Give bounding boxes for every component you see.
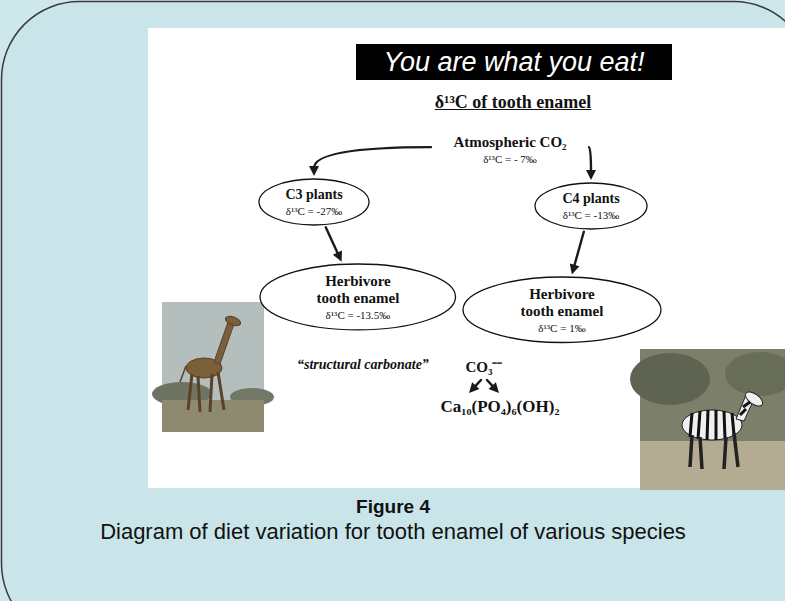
ion-formula: CO₃⁻⁻: [461, 353, 508, 379]
plant-ellipse: C3 plants δ¹³C = -27‰: [258, 178, 370, 226]
flow-arrow: [586, 147, 596, 180]
arrow-head: [333, 250, 342, 261]
ellipse-border: [463, 277, 661, 342]
photo-tree: [630, 353, 710, 405]
node-text-group: CO₃⁻⁻: [466, 356, 503, 376]
node-heading: C4 plants: [562, 191, 619, 207]
arrow-line: [574, 232, 584, 267]
enamel-ellipse: Herbivore tooth enamel δ¹³C = 1‰: [462, 276, 662, 343]
node-text-group: Herbivore tooth enamel δ¹³C = 1‰: [512, 286, 612, 334]
node-heading: Herbivore tooth enamel: [308, 273, 408, 307]
arrow-head: [469, 382, 479, 393]
flow-arrow: [326, 227, 342, 261]
figure-caption: Diagram of diet variation for tooth enam…: [100, 519, 686, 545]
node-text-group: C3 plants δ¹³C = -27‰: [285, 187, 342, 217]
node-text-group: Atmospheric CO₂ δ¹³C = - 7‰: [453, 134, 566, 165]
arrow-head: [586, 170, 596, 180]
node-heading: Herbivore tooth enamel: [512, 286, 612, 320]
node-heading: Ca₁₀(PO₄)₆(OH)₂: [441, 397, 560, 417]
node-heading: Atmospheric CO₂: [453, 134, 566, 151]
flow-arrow: [487, 380, 499, 393]
photo-ground: [162, 400, 264, 432]
ellipse-border: [535, 183, 647, 229]
photo-sky: [162, 302, 264, 432]
arrow-line: [326, 227, 339, 254]
giraffe-figure: [180, 315, 242, 412]
node-text-group: C4 plants δ¹³C = -13‰: [562, 191, 619, 221]
slide-image: [148, 28, 785, 488]
arrow-head: [309, 166, 319, 176]
annotation: “structural carbonate”: [297, 357, 429, 373]
zebra-figure: [682, 389, 765, 469]
arrow-head: [489, 382, 499, 393]
photo-tree: [725, 352, 785, 396]
plant-ellipse: C4 plants δ¹³C = -13‰: [534, 182, 648, 230]
mineral-formula: Ca₁₀(PO₄)₆(OH)₂: [430, 394, 570, 420]
isotope-value: δ¹³C = - 7‰: [453, 153, 566, 165]
title-banner: You are what you eat!: [356, 44, 672, 80]
isotope-value: δ¹³C = 1‰: [512, 322, 612, 334]
enamel-ellipse: Herbivore tooth enamel δ¹³C = -13.5‰: [259, 263, 457, 331]
arrow-line: [589, 147, 591, 172]
giraffe-photo: [152, 302, 274, 432]
node-heading: C3 plants: [285, 187, 342, 203]
flow-arrow: [309, 147, 431, 176]
photo-ground: [640, 441, 785, 490]
ellipse-border: [259, 179, 369, 225]
zebra-photo: [630, 349, 785, 490]
subtitle: δ¹³C of tooth enamel: [435, 92, 592, 113]
node-text-group: Herbivore tooth enamel δ¹³C = -13.5‰: [308, 273, 408, 321]
isotope-value: δ¹³C = -27‰: [285, 205, 342, 217]
source-label: Atmospheric CO₂ δ¹³C = - 7‰: [435, 130, 585, 168]
figure-number: Figure 4: [356, 496, 430, 518]
isotope-value: δ¹³C = -13‰: [562, 209, 619, 221]
node-text-group: Ca₁₀(PO₄)₆(OH)₂: [441, 397, 560, 417]
isotope-value: δ¹³C = -13.5‰: [308, 309, 408, 321]
flow-arrow: [469, 380, 481, 393]
flow-arrow: [570, 232, 584, 275]
ellipse-border: [260, 264, 456, 330]
node-heading: CO₃⁻⁻: [466, 356, 503, 376]
arrow-line: [314, 147, 431, 168]
arrow-head: [570, 263, 580, 274]
